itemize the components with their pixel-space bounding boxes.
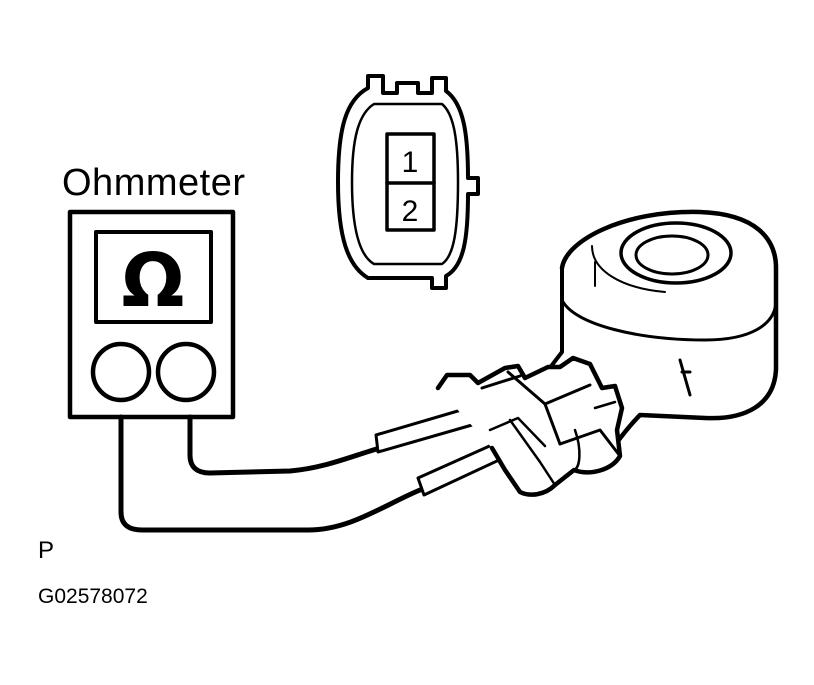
connector-face-view xyxy=(336,74,480,290)
figure-id: G02578072 xyxy=(38,585,148,608)
ohmmeter-terminal-right xyxy=(155,341,217,403)
test-lead-left xyxy=(118,414,423,533)
omega-symbol: Ω xyxy=(122,238,185,324)
corner-code: P xyxy=(38,537,55,564)
ohmmeter-label: Ohmmeter xyxy=(62,162,246,204)
knock-sensor xyxy=(540,209,779,465)
ohmmeter-terminal-left xyxy=(90,341,152,403)
ohmmeter-display xyxy=(94,230,213,324)
sensor-connector xyxy=(435,355,625,497)
ohmmeter-device xyxy=(67,209,236,420)
pin-2-label: 2 xyxy=(402,195,419,228)
pin-1-label: 1 xyxy=(402,146,419,179)
test-lead-right xyxy=(187,414,383,476)
